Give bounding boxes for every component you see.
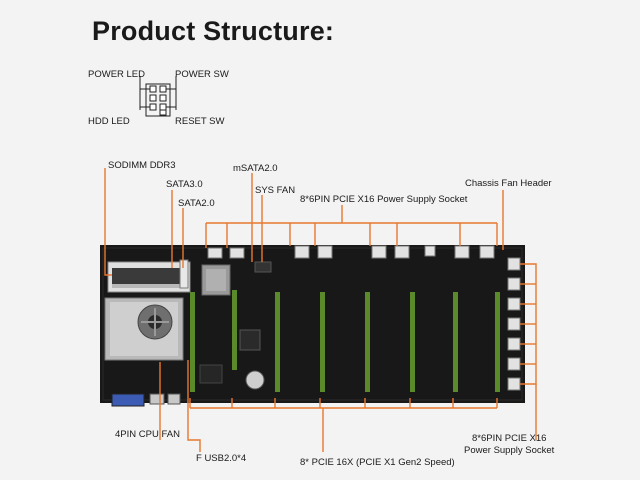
power-sw-label: POWER SW — [175, 69, 229, 80]
pcie-slots — [190, 290, 500, 392]
sodimm-slot — [107, 261, 191, 293]
board-components — [179, 259, 272, 390]
power-led-label: POWER LED — [88, 69, 146, 80]
pcie-label: 8* PCIE 16X (PCIE X1 Gen2 Speed) — [300, 457, 455, 468]
sata2-label: SATA2.0 — [178, 198, 215, 209]
psu-right-label-1: 8*6PIN PCIE X16 — [472, 433, 547, 444]
chassis-fan-label: Chassis Fan Header — [465, 178, 552, 189]
page-title: Product Structure: — [92, 16, 335, 46]
sodimm-label: SODIMM DDR3 — [108, 160, 176, 171]
msata-label: mSATA2.0 — [233, 163, 278, 174]
hdd-led-label: HDD LED — [88, 116, 130, 127]
psu-top-label: 8*6PIN PCIE X16 Power Supply Socket — [300, 194, 468, 205]
chipset — [201, 264, 231, 296]
sata3-label: SATA3.0 — [166, 179, 203, 190]
cpu-fan-label: 4PIN CPU FAN — [115, 429, 180, 440]
cpu-heatsink — [104, 297, 184, 361]
io-ports — [111, 393, 181, 407]
top-power-sockets — [207, 245, 495, 259]
front-panel-header — [139, 76, 177, 117]
reset-sw-label: RESET SW — [175, 116, 225, 127]
usb-label: F USB2.0*4 — [196, 453, 247, 464]
callout-lines — [104, 168, 537, 452]
right-power-sockets — [507, 257, 521, 391]
sys-fan-label: SYS FAN — [255, 185, 296, 196]
psu-right-label-2: Power Supply Socket — [464, 445, 555, 456]
